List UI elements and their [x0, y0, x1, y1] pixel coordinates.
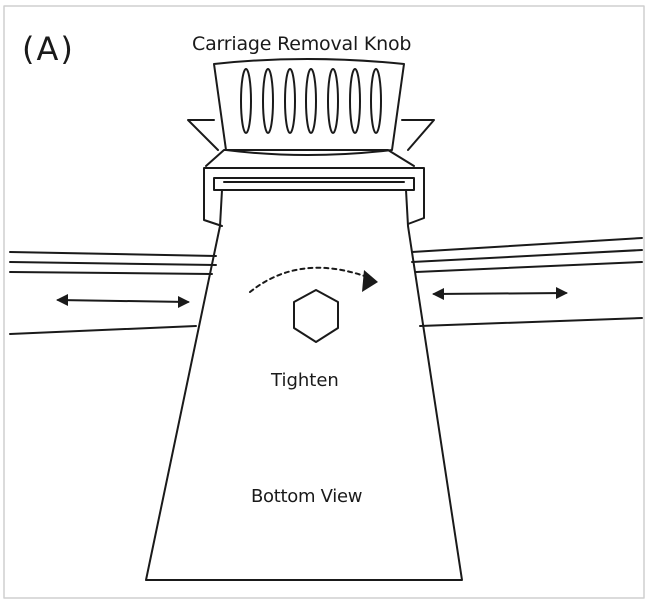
- left-arrowhead-left: [56, 294, 68, 306]
- bottom-view-label: Bottom View: [251, 486, 363, 507]
- left-arrowhead-right: [178, 296, 190, 308]
- right-arrowhead-right: [556, 287, 568, 299]
- tighten-arrow: [249, 266, 371, 293]
- tighten-arrowhead: [362, 270, 378, 292]
- knob-grip-slots: [240, 68, 382, 134]
- right-arrowhead-left: [432, 288, 444, 300]
- carriage-removal-knob: [187, 58, 435, 167]
- right-motion-arrow: [433, 292, 567, 295]
- carriage-housing: [145, 189, 463, 581]
- knob-label: Carriage Removal Knob: [192, 33, 412, 55]
- right-rail: [411, 237, 643, 327]
- hex-nut: [293, 289, 339, 343]
- outer-frame: [3, 5, 645, 599]
- left-motion-arrow: [57, 299, 189, 303]
- panel-label: (A): [22, 30, 75, 68]
- tighten-label: Tighten: [271, 370, 339, 391]
- left-rail: [9, 251, 217, 335]
- carriage-bracket: [203, 167, 425, 227]
